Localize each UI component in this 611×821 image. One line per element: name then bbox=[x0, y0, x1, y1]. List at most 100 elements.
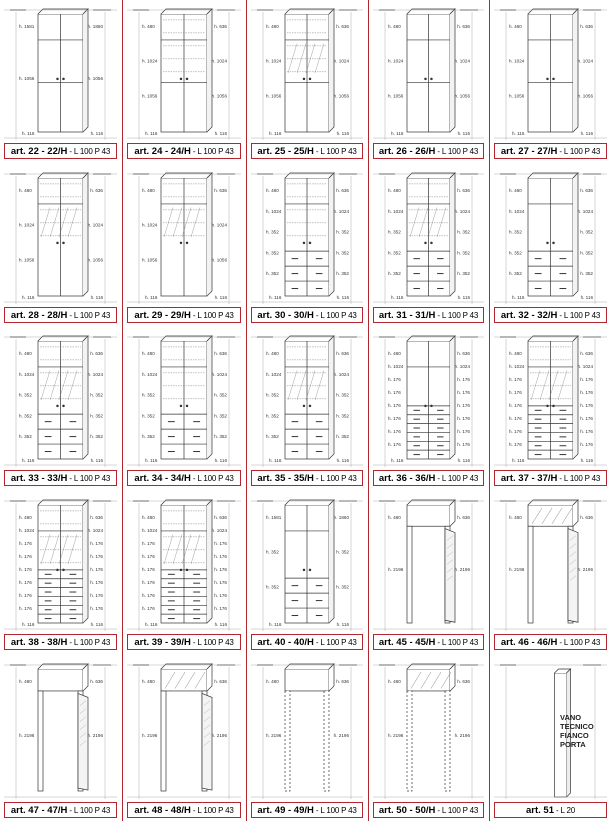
dimension-label: h. 352 bbox=[266, 271, 279, 276]
dimension-label: h. 352 bbox=[214, 434, 227, 439]
note-line: VANO bbox=[560, 713, 582, 722]
dimension-label: h. 2196 bbox=[388, 733, 404, 738]
dimension-label: h. 1024 bbox=[212, 372, 228, 377]
dimension-label: h. 352 bbox=[509, 271, 522, 276]
product-label: art. 27 - 27/H - L 100 P 43 bbox=[494, 143, 607, 159]
article-dimensions: - L 100 P 43 bbox=[190, 638, 234, 647]
dimension-label: h. 116 bbox=[22, 295, 35, 300]
dimension-label: h. 636 bbox=[90, 188, 103, 193]
dimension-label: h. 116 bbox=[337, 131, 350, 136]
article-dimensions: - L 100 P 43 bbox=[313, 147, 357, 156]
dimension-label: h. 1581 bbox=[19, 24, 35, 29]
guide-lines bbox=[4, 173, 117, 304]
product-label: art. 30 - 30/H - L 100 P 43 bbox=[251, 307, 363, 323]
dimension-label: h. 2196 bbox=[19, 733, 35, 738]
dimension-label: h. 1056 bbox=[142, 257, 158, 262]
dimension-label: h. 636 bbox=[336, 188, 349, 193]
dimension-label: h. 1024 bbox=[455, 59, 471, 64]
product-label: art. 24 - 24/H - L 100 P 43 bbox=[127, 143, 241, 159]
article-code: art. 51 bbox=[526, 805, 554, 816]
cabinet-drawing bbox=[554, 668, 572, 798]
dimension-label: h. 116 bbox=[337, 458, 350, 463]
article-code: art. 26 - 26/H bbox=[378, 146, 436, 157]
dimension-label: h. 480 bbox=[509, 188, 522, 193]
dimension-label: h. 176 bbox=[142, 606, 155, 611]
article-code: art. 33 - 33/H bbox=[10, 473, 68, 484]
dimension-label: h. 2196 bbox=[455, 733, 471, 738]
dimension-label: h. 1024 bbox=[578, 59, 594, 64]
dimension-label: h. 1024 bbox=[142, 59, 158, 64]
guide-lines bbox=[4, 9, 117, 140]
dimension-label: h. 2196 bbox=[578, 567, 594, 572]
dimension-label: h. 352 bbox=[90, 413, 103, 418]
dimension-label: h. 1024 bbox=[88, 372, 104, 377]
dimension-label: h. 352 bbox=[266, 434, 279, 439]
guide-lines bbox=[127, 173, 241, 304]
cabinet-drawing bbox=[284, 663, 335, 792]
article-code: art. 25 - 25/H bbox=[257, 146, 314, 157]
article-dimensions: - L 100 P 43 bbox=[190, 311, 234, 320]
article-dimensions: - L 100 P 43 bbox=[435, 311, 479, 320]
product-label: art. 31 - 31/H - L 100 P 43 bbox=[373, 307, 484, 323]
cabinet-drawing bbox=[406, 172, 456, 297]
article-dimensions: - L 20 bbox=[554, 806, 575, 815]
dimension-label: h. 480 bbox=[19, 679, 32, 684]
dimension-label: h. 116 bbox=[512, 295, 525, 300]
dimension-label: h. 636 bbox=[214, 679, 227, 684]
dimension-label: h. 352 bbox=[457, 271, 470, 276]
guide-lines bbox=[494, 664, 607, 799]
dimension-label: h. 2196 bbox=[88, 733, 104, 738]
product-label: art. 36 - 36/H - L 100 P 43 bbox=[373, 470, 484, 486]
dimension-label: h. 480 bbox=[142, 351, 155, 356]
dimension-label: h. 176 bbox=[214, 606, 227, 611]
dimension-label: h. 176 bbox=[457, 390, 470, 395]
article-code: art. 46 - 46/H bbox=[500, 637, 558, 648]
cabinet-drawing bbox=[527, 172, 579, 297]
dimension-label: h. 1860 bbox=[334, 515, 350, 520]
dimension-label: h. 352 bbox=[142, 434, 155, 439]
dimension-label: h. 116 bbox=[391, 131, 404, 136]
column-divider bbox=[122, 0, 123, 821]
dimension-label: h. 176 bbox=[214, 567, 227, 572]
dimension-label: h. 176 bbox=[142, 593, 155, 598]
dimension-label: h. 116 bbox=[512, 131, 525, 136]
product-label: art. 49 - 49/H - L 100 P 43 bbox=[251, 802, 363, 818]
article-code: art. 48 - 48/H bbox=[134, 805, 191, 816]
cabinet-drawing bbox=[527, 335, 579, 460]
cabinet-drawing bbox=[160, 172, 213, 297]
article-code: art. 49 - 49/H bbox=[257, 805, 314, 816]
dimension-label: h. 480 bbox=[266, 351, 279, 356]
dimension-label: h. 1024 bbox=[388, 209, 404, 214]
cabinet-drawing bbox=[284, 335, 335, 460]
article-dimensions: - L 100 P 43 bbox=[557, 147, 601, 156]
dimension-label: h. 176 bbox=[580, 403, 593, 408]
dimension-label: h. 1056 bbox=[266, 93, 282, 98]
product-label: art. 29 - 29/H - L 100 P 43 bbox=[127, 307, 241, 323]
dimension-label: h. 176 bbox=[509, 416, 522, 421]
note-line: FIANCO bbox=[560, 731, 589, 740]
article-code: art. 24 - 24/H bbox=[134, 146, 191, 157]
dimension-label: h. 352 bbox=[266, 393, 279, 398]
article-dimensions: - L 100 P 43 bbox=[67, 474, 111, 483]
dimension-label: h. 636 bbox=[580, 515, 593, 520]
product-label: art. 51 - L 20 bbox=[494, 802, 607, 818]
dimension-label: h. 116 bbox=[337, 295, 350, 300]
dimension-label: h. 636 bbox=[580, 188, 593, 193]
dimension-label: h. 116 bbox=[91, 131, 104, 136]
dimension-label: h. 636 bbox=[457, 188, 470, 193]
